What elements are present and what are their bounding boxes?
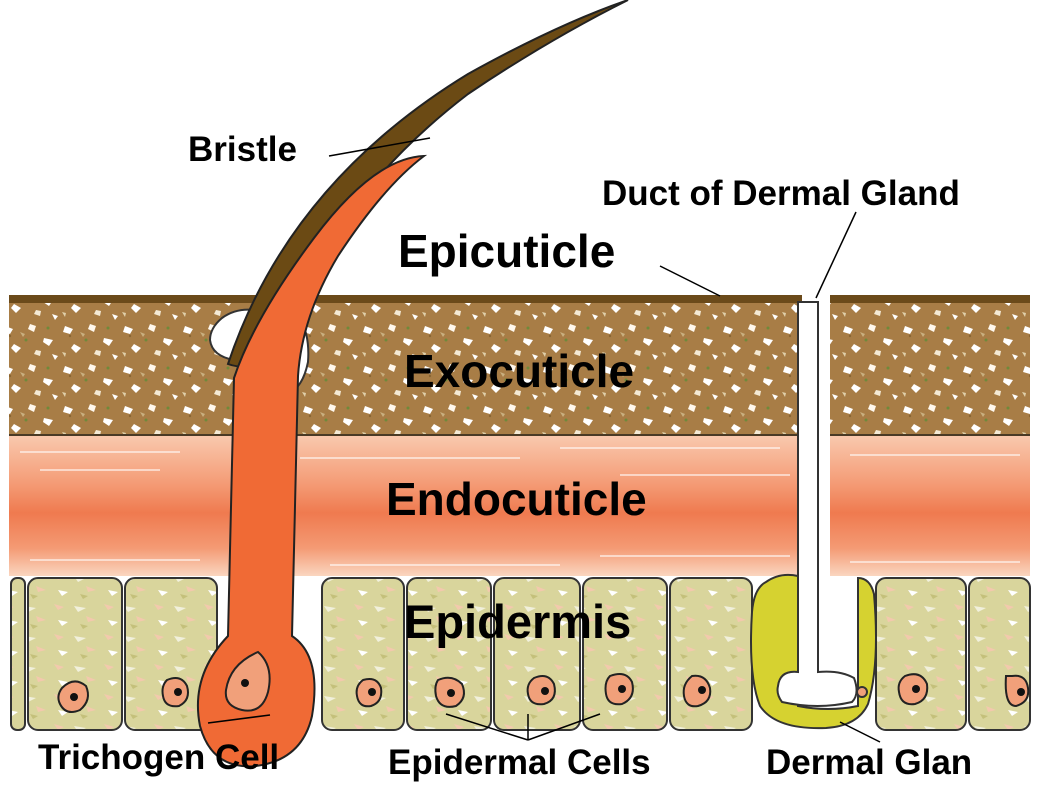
gland-nucleus [857,687,867,697]
exocuticle-layer-right [830,303,1030,435]
exocuticle-label: Exocuticle [404,348,634,394]
epicuticle-layer-right [830,295,1030,303]
duct-label: Duct of Dermal Gland [602,176,960,211]
epicuticle-layer-left [9,295,802,303]
bristle-label: Bristle [188,132,297,167]
epidermal-cells-label: Epidermal Cells [388,745,651,780]
endocuticle-layer-right [830,436,1030,576]
epidermis-label: Epidermis [404,598,631,645]
endocuticle-label: Endocuticle [386,476,647,522]
trichogen-cell-label: Trichogen Cell [38,740,279,775]
epicuticle-label: Epicuticle [398,228,615,274]
dermal-gland-label: Dermal Glan [766,745,972,780]
